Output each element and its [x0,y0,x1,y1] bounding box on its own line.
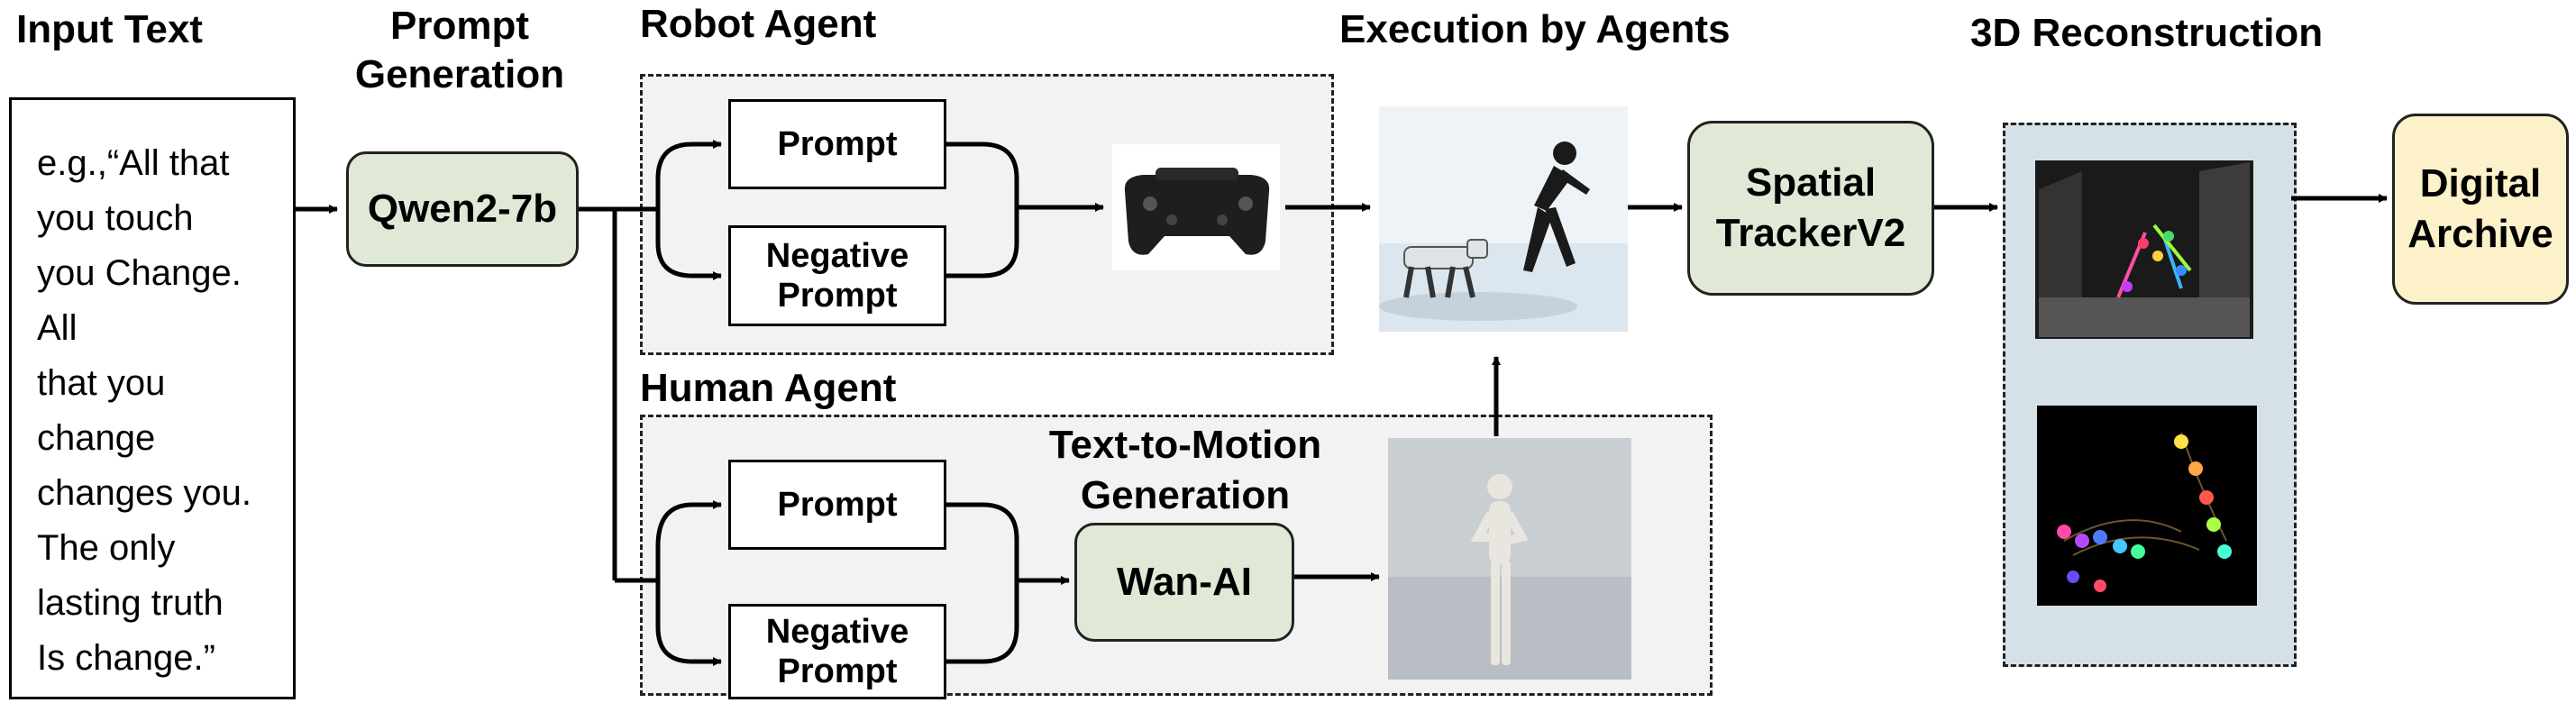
arrow-to-human-prompt [655,500,722,547]
humanoid-motion-image [1388,438,1631,680]
heading-text-to-motion: Text-to-Motion Generation [1048,423,1322,517]
execution-scene-image [1379,106,1628,332]
point-cloud-image-1 [2035,160,2253,339]
heading-human-agent: Human Agent [640,366,897,410]
spatial-tracker-node: Spatial TrackerV2 [1687,121,1934,296]
human-prompt-node: Prompt [728,460,946,550]
wan-ai-node: Wan-AI [1074,523,1294,642]
qwen-model-node: Qwen2-7b [346,151,579,267]
arrow-to-robot-negative [655,242,722,280]
game-controller-image [1112,144,1280,270]
heading-robot-agent: Robot Agent [640,2,877,46]
input-text-box: e.g.,“All that you touch you Change. All… [9,97,296,699]
robot-negative-prompt-node: Negative Prompt [728,225,946,326]
human-negative-prompt-node: Negative Prompt [728,604,946,699]
digital-archive-node: Digital Archive [2392,114,2569,305]
heading-reconstruction: 3D Reconstruction [1970,11,2324,55]
arrow-to-robot-prompt [655,140,722,179]
point-cloud-image-2 [2037,406,2257,606]
heading-input-text: Input Text [16,7,203,51]
arrow-to-human-negative [655,626,722,666]
heading-execution: Execution by Agents [1339,7,1731,51]
robot-prompt-node: Prompt [728,99,946,189]
heading-prompt-generation: Prompt Generation [354,4,565,96]
